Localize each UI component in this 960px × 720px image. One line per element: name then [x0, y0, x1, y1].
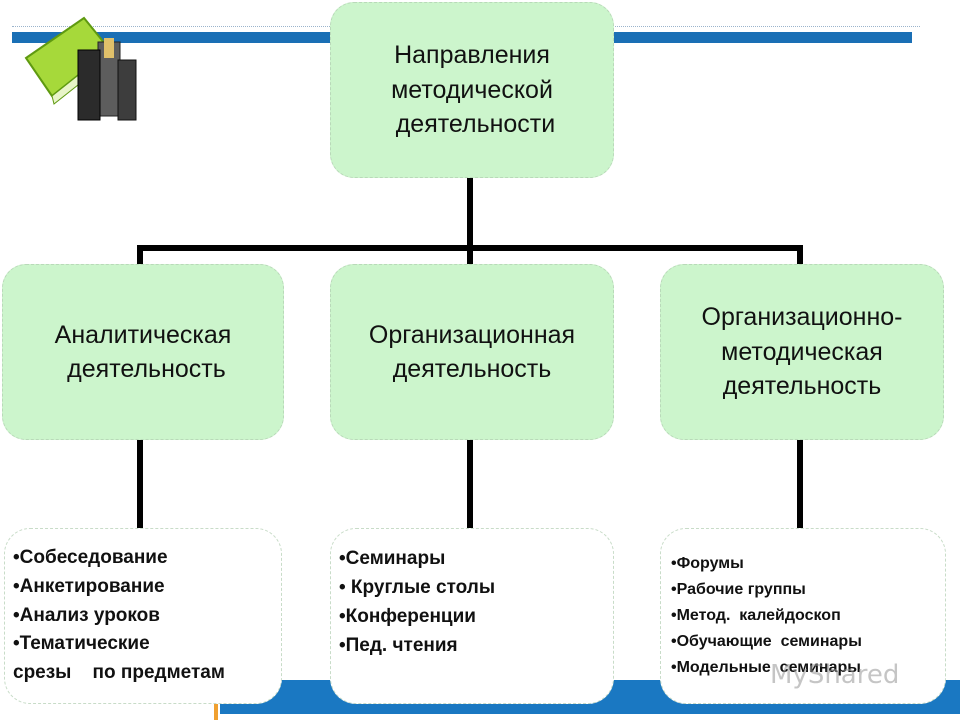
list-item: •Конференции	[339, 605, 476, 627]
leaf-list-analytical: •Собеседование •Анкетирование •Анализ ур…	[4, 528, 282, 704]
list-item: •Семинары	[339, 548, 446, 569]
branch-node-organizational-line-2: деятельность	[392, 355, 552, 383]
list-item: •Собеседование	[13, 546, 168, 568]
list-item: •Анкетирование	[13, 575, 165, 597]
list-item: •Тематические	[13, 633, 150, 655]
list-item: •Метод. калейдоскоп	[671, 607, 841, 625]
watermark: MyShared	[770, 660, 900, 690]
branch-node-analytical: Аналитическая деятельность	[2, 264, 284, 440]
branch-node-org-methodical: Организационно- методическая деятельност…	[660, 264, 944, 440]
list-item: •Пед. чтения	[339, 634, 458, 656]
root-node-line-3: деятельности	[388, 110, 556, 139]
list-item: •Форумы	[671, 555, 744, 573]
root-node-line-2: методической	[391, 75, 553, 104]
branch-node-analytical-line-2: деятельность	[60, 355, 226, 383]
list-item: •Рабочие группы	[671, 581, 806, 599]
leaf-list-org-methodical: •Форумы •Рабочие группы •Метод. калейдос…	[660, 528, 946, 704]
list-item: •Обучающие семинары	[671, 632, 862, 650]
branch-node-org-methodical-line-3: деятельность	[722, 372, 882, 401]
branch-node-org-methodical-line-2: методическая	[721, 337, 883, 366]
orange-accent-bar	[214, 700, 218, 720]
leaf-list-organizational: •Семинары • Круглые столы •Конференции •…	[330, 528, 614, 704]
books-icon	[24, 16, 137, 121]
branch-node-organizational: Организационная деятельность	[330, 264, 614, 440]
root-node: Направления методической деятельности	[330, 2, 614, 178]
list-item: •Анализ уроков	[13, 604, 160, 626]
root-node-line-1: Направления	[394, 41, 550, 70]
branch-node-analytical-line-1: Аналитическая	[54, 320, 232, 349]
branch-node-organizational-line-1: Организационная	[368, 320, 576, 349]
list-item: • Круглые столы	[339, 576, 496, 598]
list-item: срезы по предметам	[13, 662, 225, 684]
list-item: •Модельные семинары	[671, 658, 861, 676]
branch-node-org-methodical-line-1: Организационно-	[701, 303, 903, 332]
